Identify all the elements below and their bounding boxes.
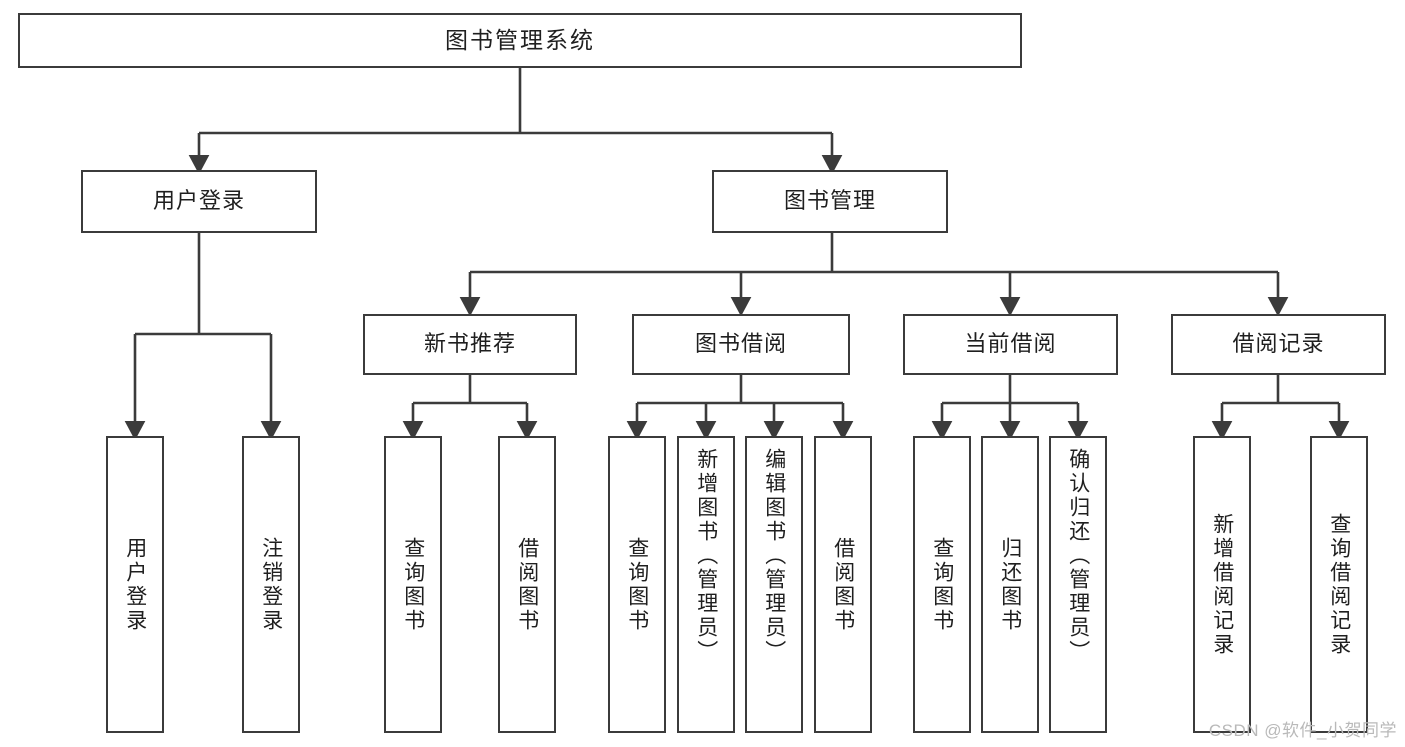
node-label: 借阅图书 [831, 536, 855, 633]
node-label: 用户登录 [123, 536, 147, 633]
node-label: 借阅图书 [515, 536, 539, 633]
node-book-borrow[interactable]: 图书借阅 [632, 314, 850, 375]
leaf-node-query-book-borrow[interactable]: 查询图书 [608, 436, 666, 733]
node-current-borrow[interactable]: 当前借阅 [903, 314, 1118, 375]
node-label: 图书管理 [783, 188, 876, 214]
node-label: 新书推荐 [423, 331, 516, 357]
node-label: 编辑图书（管理员） [762, 448, 786, 664]
leaf-node-user-login[interactable]: 用户登录 [106, 436, 164, 733]
leaf-node-logout-login[interactable]: 注销登录 [242, 436, 300, 733]
node-label: 新增图书（管理员） [694, 448, 718, 664]
leaf-node-confirm-return[interactable]: 确认归还（管理员） [1049, 436, 1107, 733]
node-label: 当前借阅 [964, 331, 1057, 357]
node-borrow-record[interactable]: 借阅记录 [1171, 314, 1386, 375]
node-label: 图书借阅 [694, 331, 787, 357]
node-label: 确认归还（管理员） [1066, 448, 1090, 664]
node-label: 借阅记录 [1232, 331, 1325, 357]
node-label: 新增借阅记录 [1210, 512, 1234, 657]
leaf-node-return-book[interactable]: 归还图书 [981, 436, 1039, 733]
leaf-node-add-borrow-record[interactable]: 新增借阅记录 [1193, 436, 1251, 733]
node-book-management[interactable]: 图书管理 [712, 170, 948, 233]
node-new-book-recommend[interactable]: 新书推荐 [363, 314, 577, 375]
watermark-text: CSDN @软件_小贺同学 [1208, 721, 1397, 740]
leaf-node-query-book-current[interactable]: 查询图书 [913, 436, 971, 733]
node-label: 查询图书 [930, 536, 954, 633]
node-label: 查询图书 [401, 536, 425, 633]
leaf-node-edit-book[interactable]: 编辑图书（管理员） [745, 436, 803, 733]
node-label: 查询图书 [625, 536, 649, 633]
node-label: 图书管理系统 [445, 26, 595, 53]
leaf-node-query-book-recommend[interactable]: 查询图书 [384, 436, 442, 733]
node-user-login[interactable]: 用户登录 [81, 170, 317, 233]
leaf-node-query-borrow-record[interactable]: 查询借阅记录 [1310, 436, 1368, 733]
node-label: 归还图书 [998, 536, 1022, 633]
leaf-node-borrow-book[interactable]: 借阅图书 [814, 436, 872, 733]
leaf-node-add-book[interactable]: 新增图书（管理员） [677, 436, 735, 733]
leaf-node-borrow-book-recommend[interactable]: 借阅图书 [498, 436, 556, 733]
node-root-system[interactable]: 图书管理系统 [18, 13, 1022, 68]
node-label: 查询借阅记录 [1327, 512, 1351, 657]
node-label: 注销登录 [259, 536, 283, 633]
node-label: 用户登录 [152, 188, 245, 214]
